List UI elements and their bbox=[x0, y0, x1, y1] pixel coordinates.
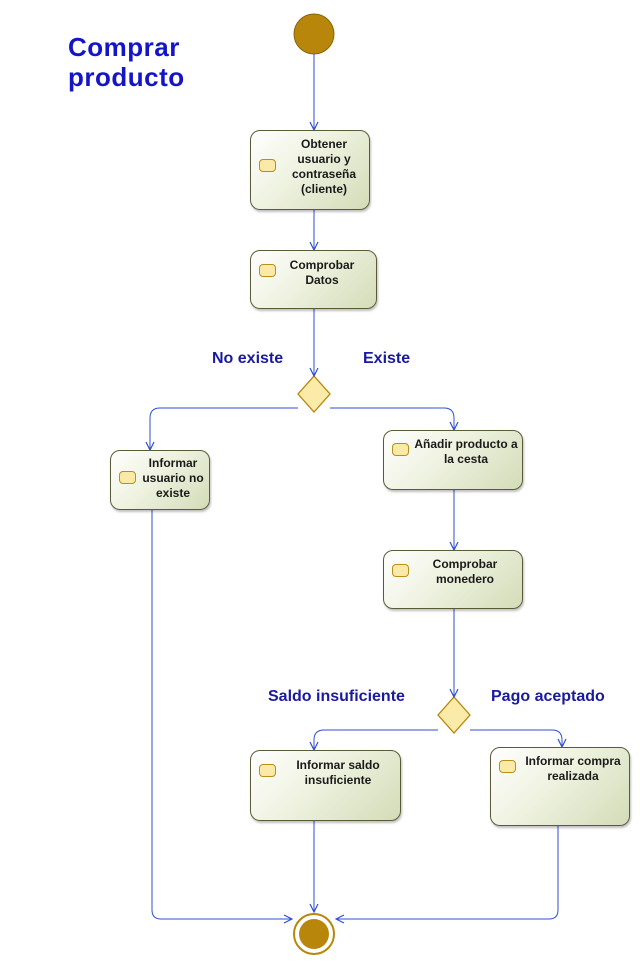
diagram-title-line-2: producto bbox=[68, 62, 185, 92]
activity-label: Comprobar monedero bbox=[432, 557, 498, 586]
activity-marker-icon bbox=[499, 760, 516, 773]
edge-decision-to-informar-compra bbox=[470, 729, 562, 747]
activity-obtener-usuario[interactable]: Obtener usuario y contraseña (cliente) bbox=[250, 130, 370, 210]
activity-label: Comprobar Datos bbox=[289, 258, 355, 287]
activity-marker-icon bbox=[392, 443, 409, 456]
guard-pago-aceptado: Pago aceptado bbox=[491, 688, 605, 705]
activity-informar-no-existe[interactable]: Informar usuario no existe bbox=[110, 450, 210, 510]
activity-marker-icon bbox=[259, 159, 276, 172]
decision-node-monedero bbox=[437, 696, 471, 734]
activity-comprobar-monedero[interactable]: Comprobar monedero bbox=[383, 550, 523, 609]
activity-anadir-producto[interactable]: Añadir producto a la cesta bbox=[383, 430, 523, 490]
edge-decision-to-informar-no-existe bbox=[150, 407, 298, 450]
initial-node bbox=[293, 13, 335, 55]
activity-marker-icon bbox=[259, 764, 276, 777]
final-node bbox=[293, 913, 335, 955]
activity-label: Informar saldo insuficiente bbox=[296, 758, 380, 787]
activity-label: Informar compra realizada bbox=[525, 754, 621, 783]
decision-node-usuario bbox=[297, 375, 331, 413]
diagram-title: Comprar producto bbox=[68, 32, 185, 92]
activity-label: Añadir producto a la cesta bbox=[414, 437, 518, 466]
guard-saldo-insuficiente: Saldo insuficiente bbox=[268, 688, 405, 705]
activity-marker-icon bbox=[259, 264, 276, 277]
activity-marker-icon bbox=[392, 564, 409, 577]
activity-label: Obtener usuario y contraseña (cliente) bbox=[291, 137, 357, 196]
activity-informar-compra[interactable]: Informar compra realizada bbox=[490, 747, 630, 826]
edge-informar-no-existe-to-final bbox=[151, 510, 292, 919]
edge-decision-to-anadir bbox=[330, 407, 454, 430]
activity-label: Informar usuario no existe bbox=[142, 456, 204, 500]
edge-decision-to-informar-saldo bbox=[314, 729, 438, 750]
guard-no-existe: No existe bbox=[212, 350, 284, 367]
activity-informar-saldo[interactable]: Informar saldo insuficiente bbox=[250, 750, 401, 821]
activity-comprobar-datos[interactable]: Comprobar Datos bbox=[250, 250, 377, 309]
activity-marker-icon bbox=[119, 471, 136, 484]
guard-existe: Existe bbox=[363, 350, 411, 367]
edge-informar-compra-to-final bbox=[336, 826, 559, 919]
diagram-title-line-1: Comprar bbox=[68, 32, 180, 62]
